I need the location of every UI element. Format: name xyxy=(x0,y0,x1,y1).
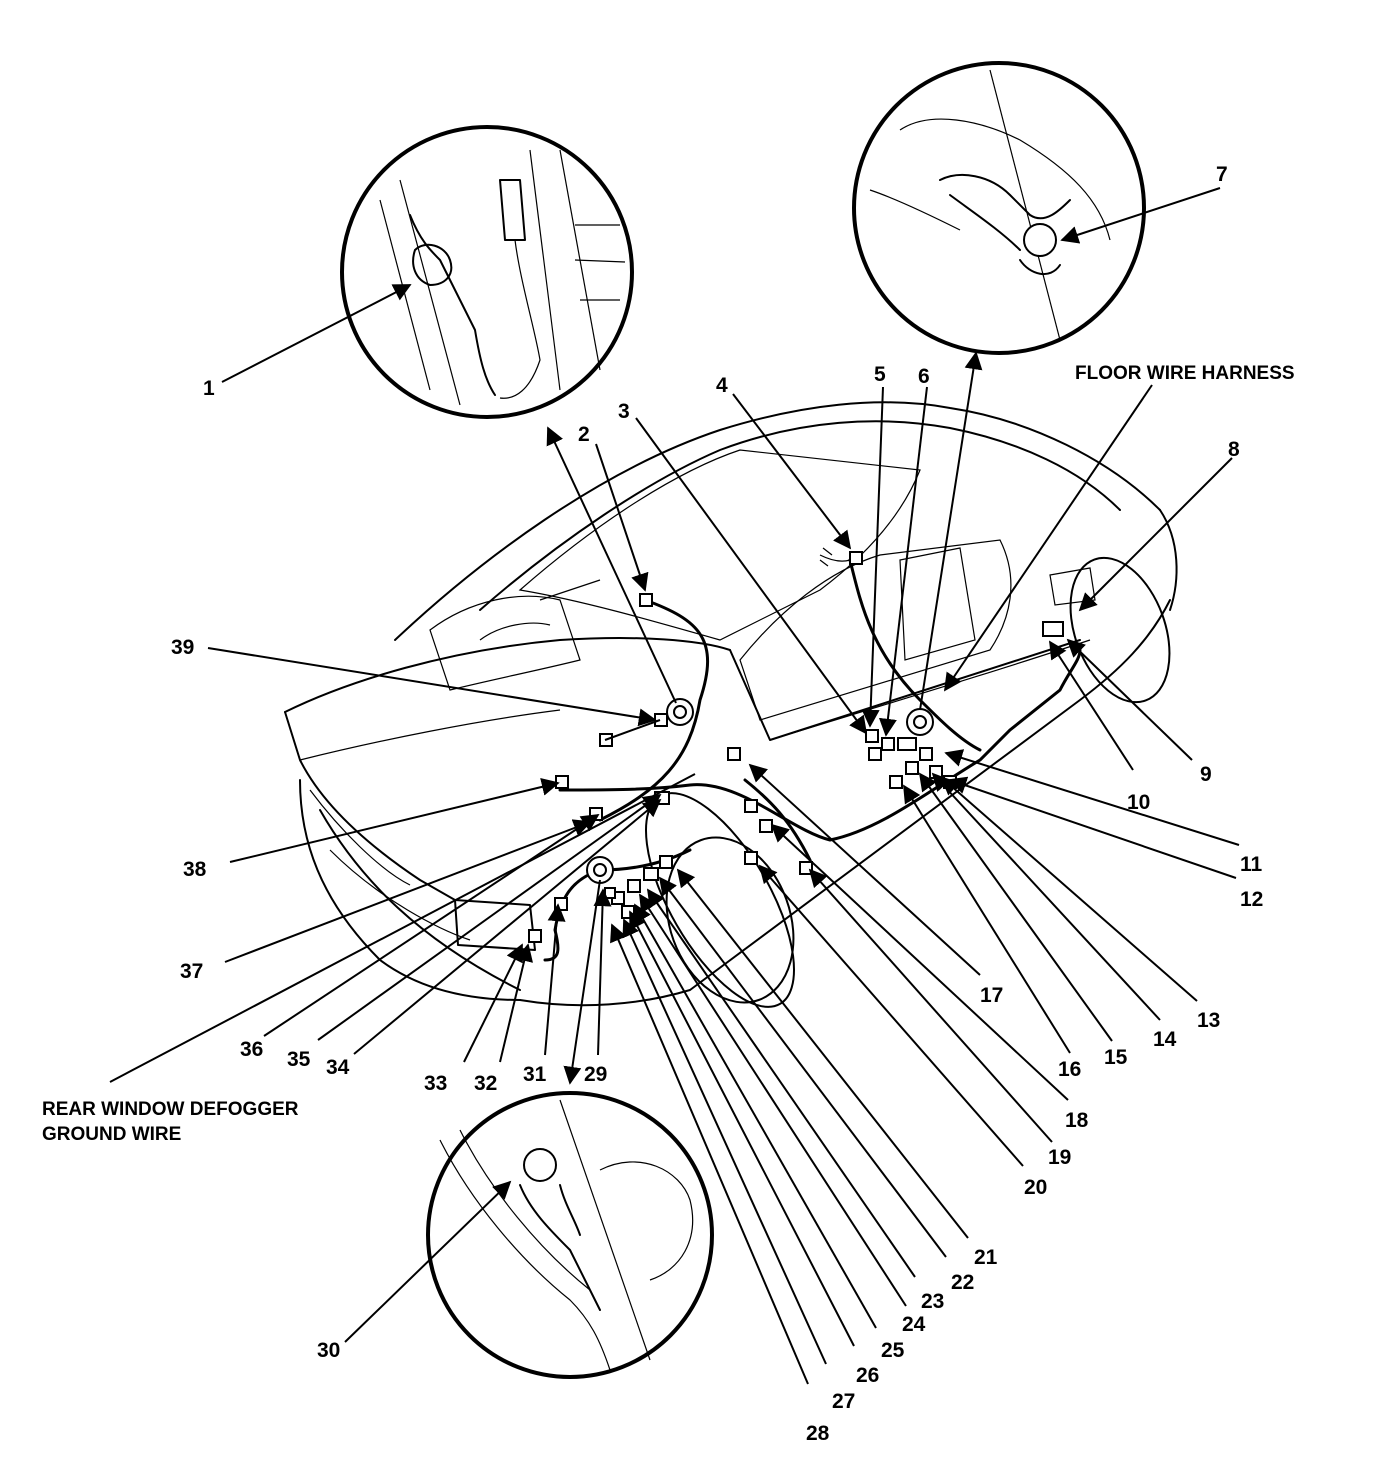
detail-circle-3 xyxy=(426,1091,714,1379)
defogger-label-line2: GROUND WIRE xyxy=(42,1124,181,1145)
callout-26: 26 xyxy=(856,1364,879,1387)
detail-circle-1 xyxy=(340,125,634,419)
callout-22: 22 xyxy=(951,1271,974,1294)
callout-6: 6 xyxy=(918,365,930,388)
harness-routing xyxy=(543,547,1082,962)
callout-20: 20 xyxy=(1024,1176,1047,1199)
callout-35: 35 xyxy=(287,1048,311,1071)
callout-34: 34 xyxy=(326,1056,350,1079)
callout-38: 38 xyxy=(183,858,207,881)
callout-37: 37 xyxy=(180,960,203,983)
callout-3: 3 xyxy=(618,400,630,423)
callout-15: 15 xyxy=(1104,1046,1128,1069)
callout-7: 7 xyxy=(1216,163,1228,186)
callout-27: 27 xyxy=(832,1390,855,1413)
callout-19: 19 xyxy=(1048,1146,1071,1169)
callout-39: 39 xyxy=(171,636,194,659)
callout-16: 16 xyxy=(1058,1058,1081,1081)
floor-wire-harness-label: FLOOR WIRE HARNESS xyxy=(1075,363,1295,384)
callout-28: 28 xyxy=(806,1422,830,1445)
callout-9: 9 xyxy=(1200,763,1212,786)
callout-11: 11 xyxy=(1240,853,1263,876)
callout-5: 5 xyxy=(874,363,886,386)
callout-36: 36 xyxy=(240,1038,263,1061)
callout-23: 23 xyxy=(921,1290,944,1313)
leader-lines xyxy=(109,187,1240,1385)
callout-24: 24 xyxy=(902,1313,926,1336)
detail-circle-2 xyxy=(852,61,1146,355)
callout-2: 2 xyxy=(578,423,590,446)
defogger-label-line1: REAR WINDOW DEFOGGER xyxy=(42,1099,299,1120)
callout-31: 31 xyxy=(523,1063,547,1086)
callout-18: 18 xyxy=(1065,1109,1089,1132)
callout-21: 21 xyxy=(974,1246,998,1269)
callout-25: 25 xyxy=(881,1339,905,1362)
callout-8: 8 xyxy=(1228,438,1240,461)
callout-numbers: 1 2 3 4 5 6 7 8 9 10 11 12 13 14 15 16 1… xyxy=(171,163,1263,1445)
callout-12: 12 xyxy=(1240,888,1263,911)
callout-32: 32 xyxy=(474,1072,497,1095)
connectors xyxy=(528,551,1064,943)
callout-13: 13 xyxy=(1197,1009,1220,1032)
callout-1: 1 xyxy=(203,377,215,400)
callout-17: 17 xyxy=(980,984,1003,1007)
callout-4: 4 xyxy=(716,374,728,397)
callout-30: 30 xyxy=(317,1339,340,1362)
callout-14: 14 xyxy=(1153,1028,1177,1051)
callout-29: 29 xyxy=(584,1063,607,1086)
car-body xyxy=(284,401,1178,1008)
ground-bolts xyxy=(586,698,934,884)
callout-10: 10 xyxy=(1127,791,1150,814)
callout-33: 33 xyxy=(424,1072,447,1095)
